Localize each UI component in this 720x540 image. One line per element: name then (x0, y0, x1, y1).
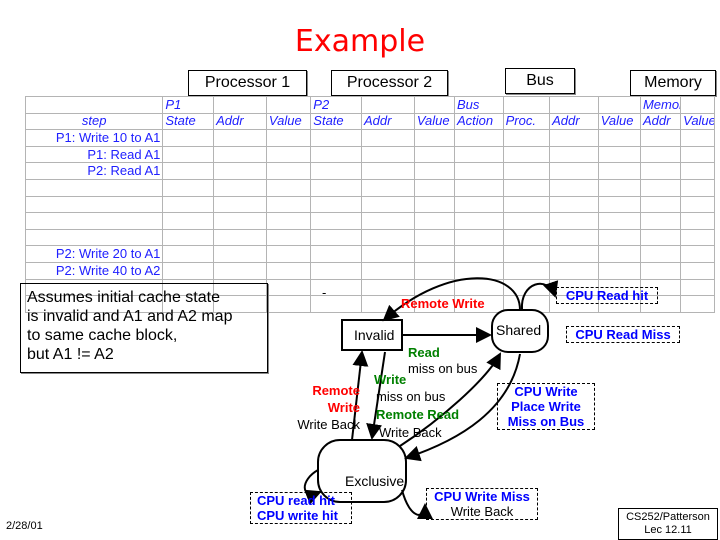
exclusive-hit-loop (303, 469, 322, 505)
processor2-header: Processor 2 (331, 70, 448, 96)
processor1-header: Processor 1 (188, 70, 307, 96)
note-line: to same cache block, (27, 327, 178, 344)
cpu-hit-label-box: CPU read hit CPU write hit (250, 492, 352, 524)
table-cell: Value (597, 112, 641, 131)
cpu-write-miss-label-box: CPU Write Miss Write Back (426, 488, 538, 520)
table-row (24, 212, 715, 230)
invalid-state-label: Invalid (354, 327, 395, 343)
cpu-write-arrow (404, 353, 521, 462)
footer-date: 2/28/01 (6, 520, 43, 532)
write-back-left-label: Write Back (297, 417, 360, 432)
cpu-write-label-box: CPU Write Place Write Miss on Bus (497, 383, 595, 430)
read-miss-rest-label: miss on bus (408, 361, 478, 376)
write-back-bottom-label: Write Back (450, 504, 514, 519)
footer-course: CS252/Patterson (626, 511, 710, 523)
assumption-note: Assumes initial cache state is invalid a… (20, 283, 268, 373)
cpu-read-hit-label: CPU Read hit (556, 287, 658, 304)
note-line: is invalid and A1 and A2 map (27, 308, 233, 325)
cpu-write-label-1: CPU Write (514, 384, 578, 399)
footer-lecture: Lec 12.11 (644, 524, 692, 536)
remote-write-arrow (351, 350, 369, 441)
shared-self-loop (520, 280, 559, 311)
remote-write-left-label-2: Write (327, 400, 360, 415)
cpu-read-miss-label: CPU Read Miss (566, 326, 680, 343)
dash-mark: - (322, 285, 327, 300)
table-row: P2: Write 40 to A2 (24, 261, 715, 280)
cpu-read-hit-bottom-label: CPU read hit (257, 493, 336, 508)
cpu-write-miss-label: CPU Write Miss (434, 489, 530, 504)
table-cell: Addr (549, 112, 599, 131)
table-row (24, 295, 715, 313)
memory-header: Memory (630, 70, 716, 96)
remote-write-left-label-1: Remote (312, 383, 360, 398)
table-cell (265, 295, 312, 313)
table-cell: P1: Read A1 (24, 145, 164, 164)
bus-header: Bus (505, 68, 575, 94)
write-miss-bold-label: Write (374, 372, 407, 387)
table-row (24, 278, 715, 297)
remote-write-arc (382, 277, 521, 322)
table-cell: Addr (361, 112, 415, 131)
remote-read-label: Remote Read (376, 407, 460, 422)
note-line: but A1 != A2 (27, 346, 114, 363)
table-cell (24, 295, 164, 313)
footer-course-box: CS252/Patterson Lec 12.11 (618, 508, 718, 540)
shared-state-label: Shared (496, 322, 542, 338)
exclusive-state-label: Exclusive (345, 473, 405, 489)
write-back-mid-label: Write Back (379, 425, 442, 440)
table-cell: Value (680, 112, 715, 131)
exclusive-write-miss-loop (401, 489, 433, 520)
table-group-row: P1P2BusMemory (24, 96, 715, 114)
table-cell: Memory (639, 96, 682, 114)
table-cell (680, 295, 715, 313)
cpu-write-label-3: Miss on Bus (507, 414, 585, 429)
remote-write-label: Remote Write (401, 296, 485, 311)
coherence-trace-table: P1P2BusMemorystepStateAddrValueStateAddr… (24, 96, 715, 313)
remote-read-arrow (399, 352, 501, 447)
note-line: Assumes initial cache state (27, 289, 220, 306)
write-miss-rest-label: miss on bus (376, 389, 446, 404)
table-row (24, 228, 715, 247)
table-cell: P1: Write 10 to A1 (24, 129, 164, 147)
write-miss-arrow (366, 351, 386, 440)
slide-title: Example (294, 24, 426, 59)
read-miss-bold-label: Read (408, 345, 440, 360)
cpu-write-hit-bottom-label: CPU write hit (257, 508, 338, 523)
cpu-write-label-2: Place Write (511, 399, 581, 414)
table-cell (413, 295, 456, 313)
